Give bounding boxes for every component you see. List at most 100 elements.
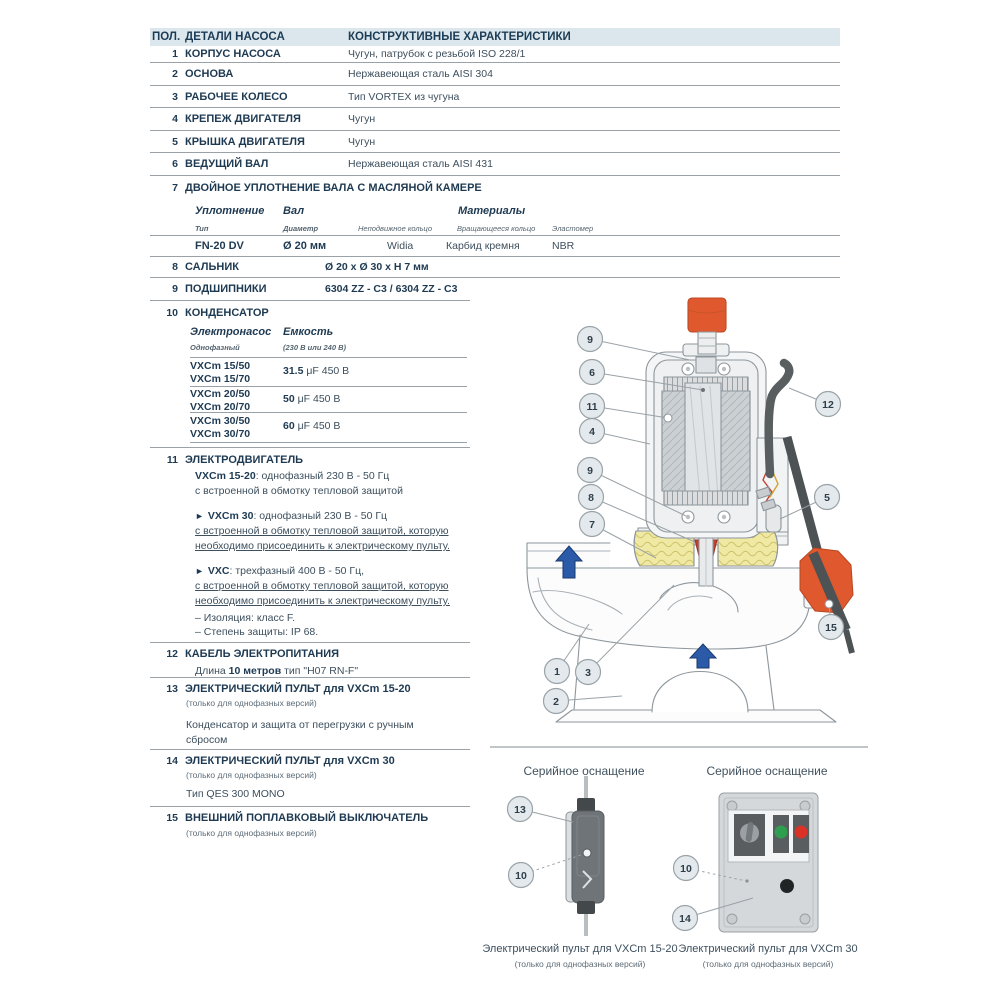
diagram-callout-8 xyxy=(577,483,605,511)
callout-number: 10 xyxy=(515,870,527,882)
cap-value: 31.5 xyxy=(283,365,304,377)
callout-number: 9 xyxy=(587,465,593,477)
col-pos: ПОЛ. xyxy=(152,31,181,43)
callout-number: 10 xyxy=(680,863,692,875)
capacitor-table: Электронасос Однофазный Емкость (230 В и… xyxy=(190,325,467,443)
pump-model: VXCm 15/50 xyxy=(190,360,251,372)
callout-number: 6 xyxy=(589,367,595,379)
cap-unit: μF 450 В xyxy=(303,365,350,377)
diagram-callout-15 xyxy=(817,613,845,641)
arrow-bullet-icon: ► xyxy=(195,511,204,521)
pump-model: VXCm 15/70 xyxy=(190,373,251,385)
row-num: 8 xyxy=(172,261,178,273)
equipment-title-right: Серийное оснащение xyxy=(706,764,828,778)
col-spec: КОНСТРУКТИВНЫЕ ХАРАКТЕРИСТИКИ xyxy=(348,31,571,43)
diagram-callout-10 xyxy=(672,854,700,882)
callout-number: 1 xyxy=(554,666,560,678)
start-button xyxy=(774,825,788,839)
row-label: КОРПУС НАСОСА xyxy=(185,48,281,60)
row-num: 2 xyxy=(172,68,178,80)
seal-col2-sub: Диаметр xyxy=(283,224,319,233)
power-cable xyxy=(764,358,794,479)
callout-number: 4 xyxy=(589,426,595,438)
row-value: Тип VORTEX из чугуна xyxy=(348,90,460,103)
row-note: (только для однофазных версий) xyxy=(186,698,317,708)
row-label: ВНЕШНИЙ ПОПЛАВКОВЫЙ ВЫКЛЮЧАТЕЛЬ xyxy=(185,812,429,824)
diagram-callout-1 xyxy=(543,657,571,685)
callout-number: 3 xyxy=(585,667,591,679)
cable-type: тип "H07 RN-F" xyxy=(281,665,359,677)
row-num: 6 xyxy=(172,158,178,170)
cap-col2-sub: (230 В или 240 В) xyxy=(283,343,347,352)
callout-leader xyxy=(589,469,687,517)
inline-control-device xyxy=(565,776,605,936)
screw-icon xyxy=(799,913,811,925)
divider xyxy=(150,235,840,236)
cap-row: VXCm 30/50 VXCm 30/70 60 μF 450 В xyxy=(190,413,467,443)
row-desc: Конденсатор и защита от перегрузки с руч… xyxy=(186,719,414,746)
diagram-callout-3 xyxy=(574,658,602,686)
row-label: КОНДЕНСАТОР xyxy=(185,307,269,319)
pump-model: VXCm 30/50 xyxy=(190,415,251,427)
table-row: 4 КРЕПЕЖ ДВИГАТЕЛЯ Чугун xyxy=(150,108,840,131)
row-label: САЛЬНИК xyxy=(185,261,239,273)
row-note: (только для однофазных версий) xyxy=(186,828,317,838)
row-num: 12 xyxy=(166,648,178,660)
flow-arrow-inlet xyxy=(688,643,718,669)
leader-ring xyxy=(824,599,834,609)
pump-model: VXCm 30/70 xyxy=(190,428,251,440)
row-num: 5 xyxy=(172,135,178,148)
diagram-callout-13 xyxy=(506,795,534,823)
cap-row: VXCm 15/50 VXCm 15/70 31.5 μF 450 В xyxy=(190,358,467,387)
table-row: 5 КРЫШКА ДВИГАТЕЛЯ Чугун xyxy=(150,131,840,153)
row-num: 14 xyxy=(166,755,178,767)
cap-col1-sub: Однофазный xyxy=(190,343,240,352)
row-label: ПОДШИПНИКИ xyxy=(185,283,267,295)
row-label: ЭЛЕКТРОДВИГАТЕЛЬ xyxy=(185,454,304,466)
stop-button xyxy=(794,825,808,839)
row-value: Чугун, патрубок с резьбой ISO 228/1 xyxy=(348,48,526,60)
cable-text: Длина xyxy=(195,665,229,677)
callout-number: 8 xyxy=(588,492,594,504)
cap-unit: μF 450 В xyxy=(294,420,341,432)
diagram-callout-10 xyxy=(507,861,535,889)
row-note: (только для однофазных версий) xyxy=(186,770,317,780)
row-value: Чугун xyxy=(348,135,376,148)
cap-col1-title: Электронасос xyxy=(190,326,272,338)
row-value: Нержавеющая сталь AISI 304 xyxy=(348,68,493,80)
diagram-callout-4 xyxy=(578,417,606,445)
callout-leader xyxy=(590,496,696,543)
row-value: Ø 20 x Ø 30 x H 7 мм xyxy=(325,261,429,273)
callout-leader xyxy=(589,338,691,361)
row-label: ЭЛЕКТРИЧЕСКИЙ ПУЛЬТ для VXCm 15-20 xyxy=(185,683,411,695)
col-part: ДЕТАЛИ НАСОСА xyxy=(185,31,285,43)
pump-model: VXCm 20/50 xyxy=(190,388,251,400)
seal-col3-title: Материалы xyxy=(458,205,526,217)
row-value: 6304 ZZ - C3 / 6304 ZZ - C3 xyxy=(325,283,458,295)
cap-col2-title: Емкость xyxy=(283,326,334,338)
cable-length: 10 метров xyxy=(228,665,282,677)
equipment-note-right: (только для однофазных версий) xyxy=(702,959,834,969)
diagram-callout-14 xyxy=(671,904,699,932)
callout-number: 2 xyxy=(553,696,559,708)
float-cable xyxy=(808,551,851,632)
callout-number: 13 xyxy=(514,804,526,816)
control-box xyxy=(718,792,819,933)
diagram-callout-2 xyxy=(542,687,570,715)
row-value: Чугун xyxy=(348,113,376,125)
row-desc: Тип QES 300 MONO xyxy=(186,788,285,800)
motor-p2: ►VXCm 30: однофазный 230 В - 50 Гц с вст… xyxy=(195,510,450,552)
row-num: 3 xyxy=(172,90,178,103)
seal-type: FN-20 DV xyxy=(195,240,244,252)
diagram-callout-7 xyxy=(578,510,606,538)
table-row: 6 ВЕДУЩИЙ ВАЛ Нержавеющая сталь AISI 431 xyxy=(150,153,840,176)
cap-value: 60 xyxy=(283,420,295,432)
callout-number: 12 xyxy=(822,399,834,411)
row-num: 9 xyxy=(172,283,178,295)
diagram-callout-9 xyxy=(576,456,604,484)
callout-leader xyxy=(587,584,675,673)
callout-number: 11 xyxy=(586,401,597,413)
row-label: КРЕПЕЖ ДВИГАТЕЛЯ xyxy=(185,113,301,125)
